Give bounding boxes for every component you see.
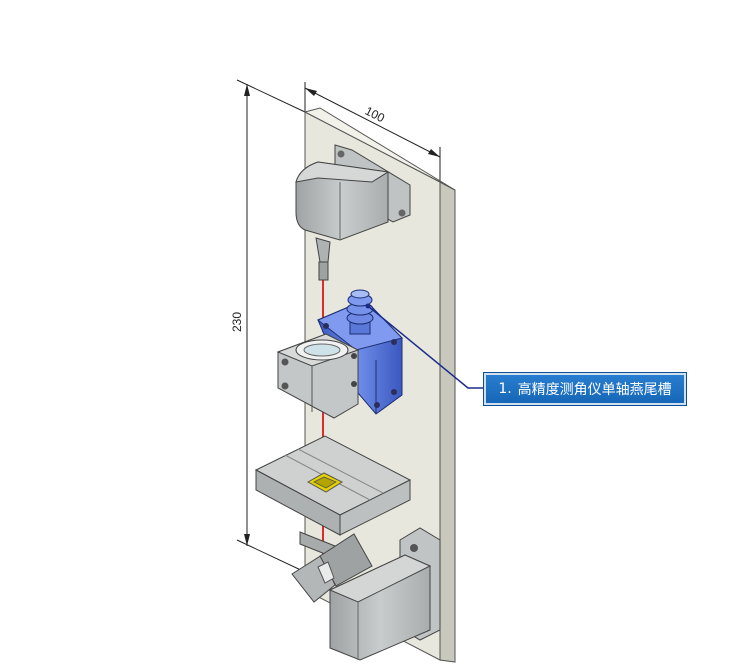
goniometer-stage [276, 289, 403, 419]
callout-leader [365, 303, 484, 389]
callout-text: 高精度测角仪单轴燕尾槽 [517, 382, 672, 398]
height-dimension-label: 230 [230, 312, 244, 332]
callout-label-box: 1. 高精度测角仪单轴燕尾槽 [483, 372, 687, 406]
adjustment-knob [346, 289, 374, 335]
top-motor [295, 144, 411, 281]
bottom-detector [291, 527, 441, 661]
sample-table [254, 435, 412, 561]
callout-number: 1. [498, 381, 512, 397]
height-dimension: 230 [230, 79, 306, 573]
width-dimension-label: 100 [363, 104, 387, 126]
